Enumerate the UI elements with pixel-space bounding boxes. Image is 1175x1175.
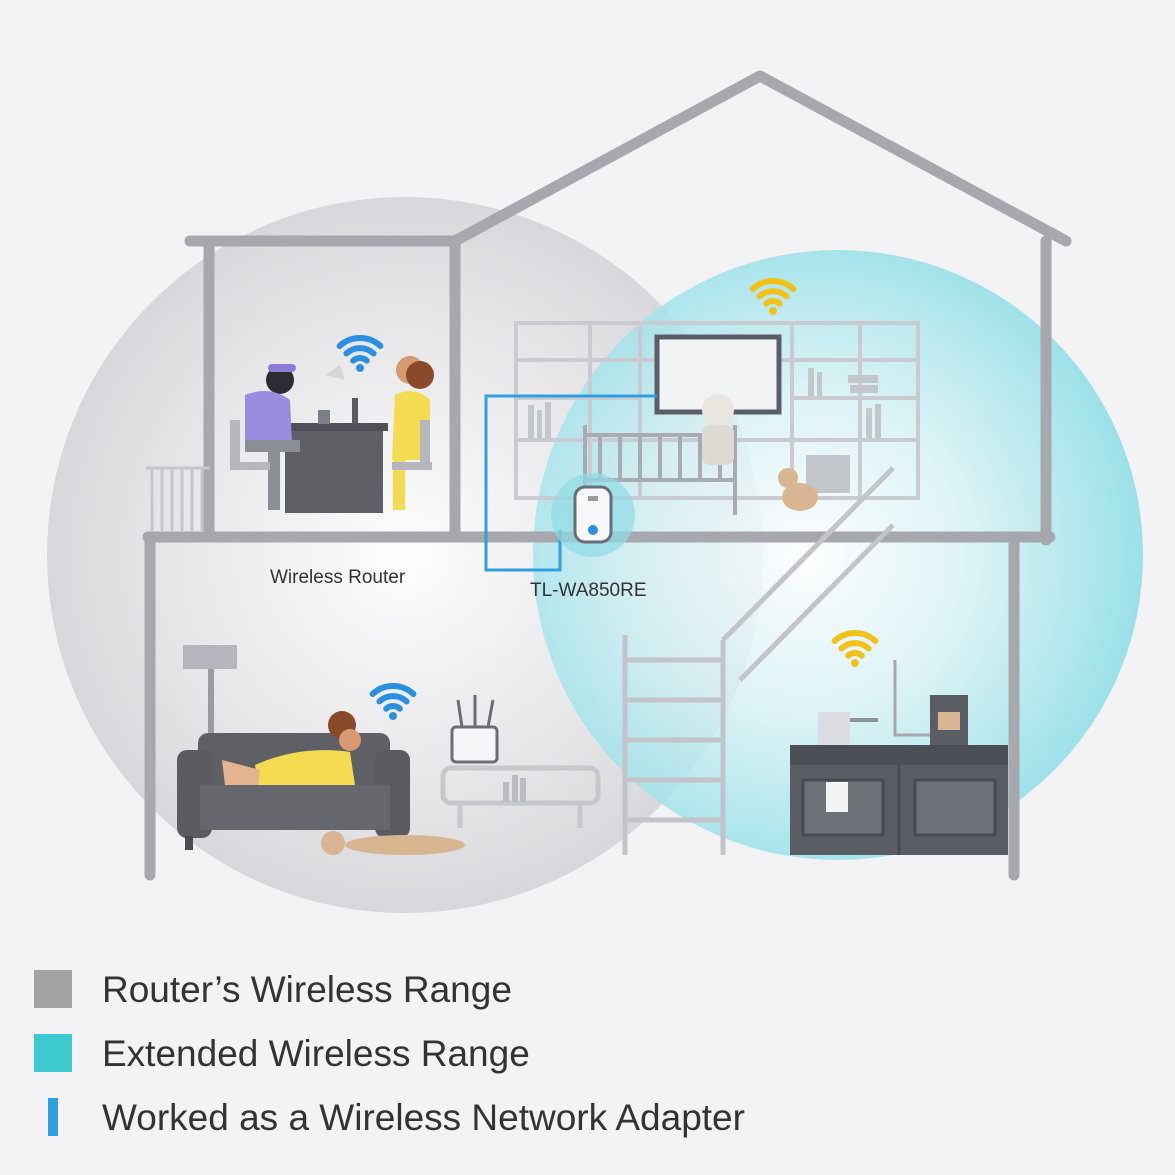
wifi-icon-nursery bbox=[749, 278, 797, 315]
cat bbox=[778, 468, 818, 511]
lying-woman bbox=[222, 711, 361, 785]
coffee-maker bbox=[930, 695, 968, 745]
cooking-pot bbox=[818, 712, 878, 745]
legend-swatch-gray bbox=[34, 970, 72, 1008]
legend-label: Worked as a Wireless Network Adapter bbox=[102, 1097, 745, 1138]
extender-label: TL-WA850RE bbox=[530, 580, 647, 601]
balcony-railing bbox=[146, 466, 210, 532]
side-table bbox=[440, 765, 601, 828]
house-coverage-illustration bbox=[47, 70, 1143, 913]
dog bbox=[321, 831, 465, 855]
router-label: Wireless Router bbox=[270, 567, 406, 588]
router-device bbox=[450, 695, 499, 764]
staircase bbox=[622, 466, 895, 855]
power-cable bbox=[893, 660, 930, 737]
legend-swatch-blue-bar bbox=[48, 1098, 58, 1136]
legend-swatch-cyan bbox=[34, 1034, 72, 1072]
desk-scene bbox=[230, 356, 434, 513]
extender-device bbox=[551, 473, 635, 557]
legend-label: Extended Wireless Range bbox=[102, 1033, 530, 1074]
wifi-icon-living-room bbox=[369, 683, 417, 720]
wifi-icon-upstairs bbox=[336, 335, 384, 372]
legend: Router’s Wireless Range Extended Wireles… bbox=[0, 950, 1175, 1170]
baby bbox=[702, 394, 734, 465]
wifi-icon-kitchen bbox=[831, 630, 879, 667]
floor-lamp bbox=[183, 645, 237, 739]
kitchen-stove bbox=[790, 745, 1008, 855]
books bbox=[528, 368, 881, 493]
adapter-connection-line bbox=[484, 394, 657, 572]
legend-label: Router’s Wireless Range bbox=[102, 969, 512, 1010]
books-on-table bbox=[503, 775, 526, 802]
